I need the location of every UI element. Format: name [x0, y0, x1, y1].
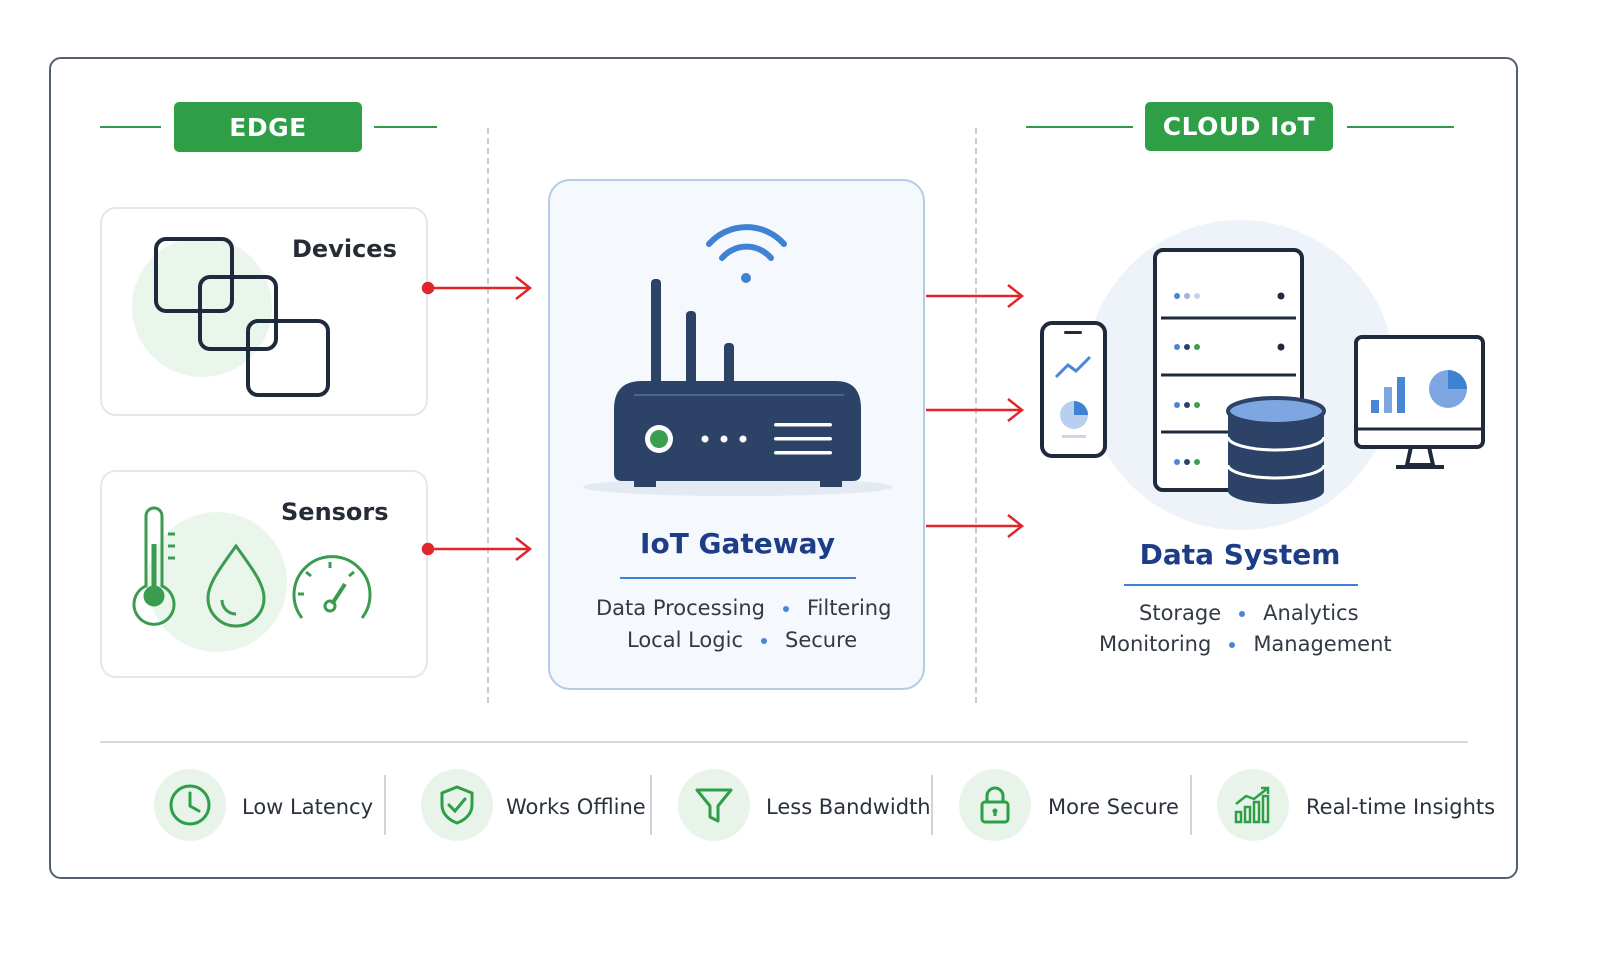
edge-divider [487, 128, 489, 703]
cloud-header-line-left [1026, 126, 1133, 128]
data-system-title-underline [1124, 584, 1358, 586]
clock-icon [154, 769, 226, 841]
cloud-label: CLOUD IoT [1145, 102, 1333, 151]
bullet-dot [1239, 611, 1246, 617]
benefit-works-offline: Works Offline [506, 795, 646, 819]
sensors-to-gateway-arrow [421, 537, 533, 561]
benefit-less-bandwidth: Less Bandwidth [766, 795, 931, 819]
lock-icon [959, 769, 1031, 841]
benefit-more-secure: More Secure [1048, 795, 1179, 819]
feature-data-processing: Data Processing [596, 596, 765, 620]
benefit-separator [650, 775, 652, 835]
growth-chart-icon [1217, 769, 1289, 841]
wifi-icon [706, 224, 787, 283]
data-system-title: Data System [1139, 538, 1341, 571]
bullet-dot [1229, 642, 1236, 648]
feature-local-logic: Local Logic [627, 628, 743, 652]
feature-analytics: Analytics [1263, 601, 1359, 625]
sensors-title: Sensors [281, 498, 389, 526]
router-icon [583, 224, 893, 496]
edge-header-line-right [374, 126, 437, 128]
monitor-icon [1354, 335, 1485, 469]
gateway-card: IoT Gateway Data Processing Filtering Loc… [548, 179, 925, 690]
benefits-divider [100, 741, 1468, 743]
gateway-features-row-2: Local Logic Secure [627, 628, 857, 652]
gateway-to-cloud-arrow-2 [926, 398, 1025, 422]
feature-filtering: Filtering [806, 596, 892, 620]
feature-monitoring: Monitoring [1099, 632, 1212, 656]
data-system-features-row-2: Monitoring Management [1099, 632, 1392, 656]
cloud-header-line-right [1347, 126, 1454, 128]
feature-management: Management [1253, 632, 1392, 656]
edge-label: EDGE [174, 102, 362, 152]
devices-title: Devices [292, 235, 397, 263]
bullet-dot [761, 638, 767, 644]
data-system-illustration [1040, 220, 1485, 530]
bullet-dot [782, 606, 789, 612]
phone-icon [1040, 321, 1107, 458]
gauge-icon [292, 555, 372, 619]
shield-check-icon [421, 769, 493, 841]
feature-secure: Secure [785, 628, 858, 652]
edge-arrows [421, 276, 533, 561]
database-icon [1226, 396, 1326, 504]
cloud-arrows [926, 284, 1025, 538]
devices-icon [132, 237, 330, 397]
sensors-card: Sensors [100, 470, 428, 678]
benefit-real-time-insights: Real-time Insights [1306, 795, 1496, 819]
cloud-divider [975, 128, 977, 703]
benefit-separator [931, 775, 933, 835]
thermometer-icon [132, 506, 176, 626]
benefit-separator [1190, 775, 1192, 835]
gateway-features-row-1: Data Processing Filtering [596, 596, 891, 620]
gateway-to-cloud-arrow-3 [926, 514, 1025, 538]
feature-storage: Storage [1139, 601, 1222, 625]
gateway-title-underline [620, 577, 856, 579]
benefit-separator [384, 775, 386, 835]
devices-card: Devices [100, 207, 428, 416]
funnel-icon [678, 769, 750, 841]
gateway-to-cloud-arrow-1 [926, 284, 1025, 308]
devices-to-gateway-arrow [421, 276, 533, 300]
sensors-icons [132, 506, 372, 652]
benefit-low-latency: Low Latency [242, 795, 374, 819]
water-drop-icon [206, 543, 266, 628]
gateway-title: IoT Gateway [640, 527, 835, 560]
edge-header-line-left [100, 126, 161, 128]
data-system-features-row-1: Storage Analytics [1139, 601, 1359, 625]
